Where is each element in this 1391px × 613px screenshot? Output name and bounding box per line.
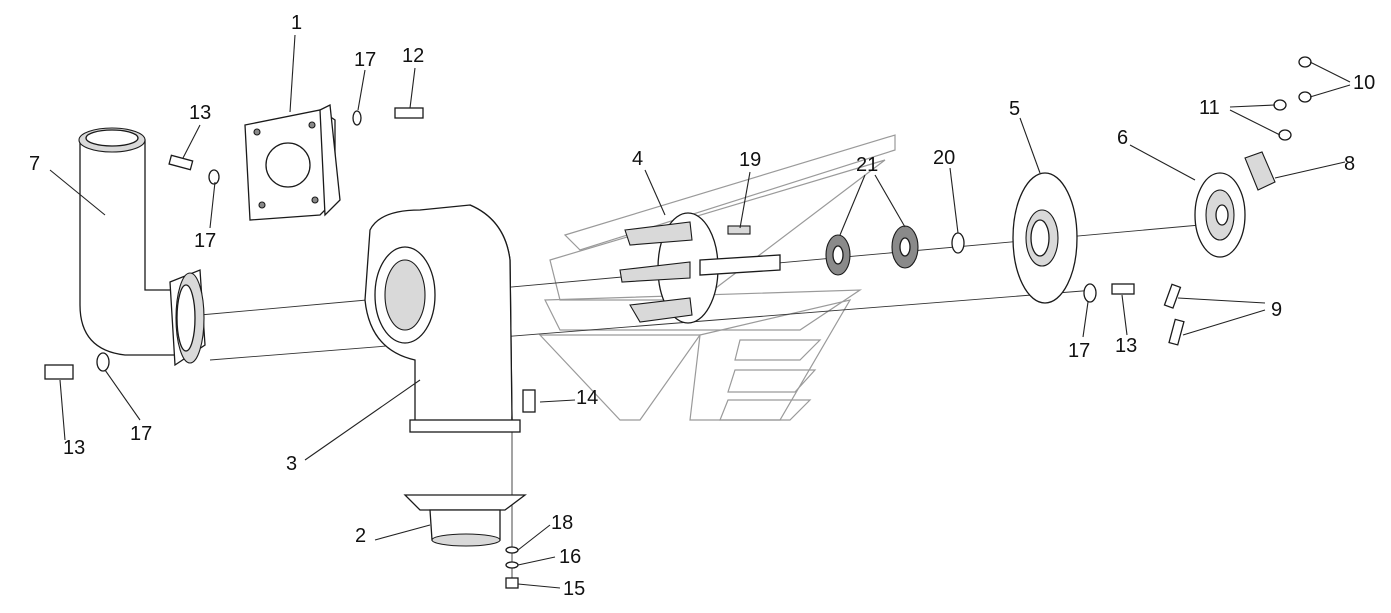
pulley-part bbox=[1194, 172, 1246, 258]
callout-13-right: 13 bbox=[1115, 335, 1137, 357]
callout-21: 21 bbox=[856, 154, 878, 176]
callout-17-right: 17 bbox=[1068, 340, 1090, 362]
callout-9: 9 bbox=[1271, 299, 1282, 321]
callout-1: 1 bbox=[291, 12, 302, 34]
callout-13-top-left: 13 bbox=[189, 102, 211, 124]
bearing-cover-part bbox=[1012, 172, 1078, 304]
fan-housing-part bbox=[364, 204, 521, 433]
callout-12: 12 bbox=[402, 45, 424, 67]
callout-17-bottom: 17 bbox=[130, 423, 152, 445]
callout-3: 3 bbox=[286, 453, 297, 475]
callout-8: 8 bbox=[1344, 153, 1355, 175]
leader-lines bbox=[49, 34, 1351, 589]
callout-6: 6 bbox=[1117, 127, 1128, 149]
retaining-ring-part bbox=[951, 232, 965, 254]
callout-10: 10 bbox=[1353, 72, 1375, 94]
callout-7: 7 bbox=[29, 153, 40, 175]
background-watermark bbox=[538, 134, 896, 421]
outlet-adapter-part bbox=[403, 494, 527, 547]
callout-2: 2 bbox=[355, 525, 366, 547]
callout-17-top: 17 bbox=[354, 49, 376, 71]
bearing-part bbox=[825, 225, 919, 276]
callout-4: 4 bbox=[632, 148, 643, 170]
callout-16: 16 bbox=[559, 546, 581, 568]
callout-18: 18 bbox=[551, 512, 573, 534]
callout-20: 20 bbox=[933, 147, 955, 169]
callout-14: 14 bbox=[576, 387, 598, 409]
callout-15: 15 bbox=[563, 578, 585, 600]
callout-labels: 1 2 3 4 5 6 7 8 9 10 11 12 13 13 13 14 1… bbox=[29, 12, 1375, 600]
callout-17-left: 17 bbox=[194, 230, 216, 252]
fasteners bbox=[44, 56, 1312, 589]
elbow-pipe-part bbox=[78, 127, 206, 367]
callout-13-bottom-left: 13 bbox=[63, 437, 85, 459]
impeller-part bbox=[619, 212, 781, 324]
callout-5: 5 bbox=[1009, 98, 1020, 120]
callout-11: 11 bbox=[1199, 97, 1220, 119]
clamp-block-part bbox=[1244, 151, 1276, 191]
callout-19: 19 bbox=[739, 149, 761, 171]
mounting-bracket-part bbox=[244, 103, 341, 221]
key-part bbox=[727, 225, 751, 235]
